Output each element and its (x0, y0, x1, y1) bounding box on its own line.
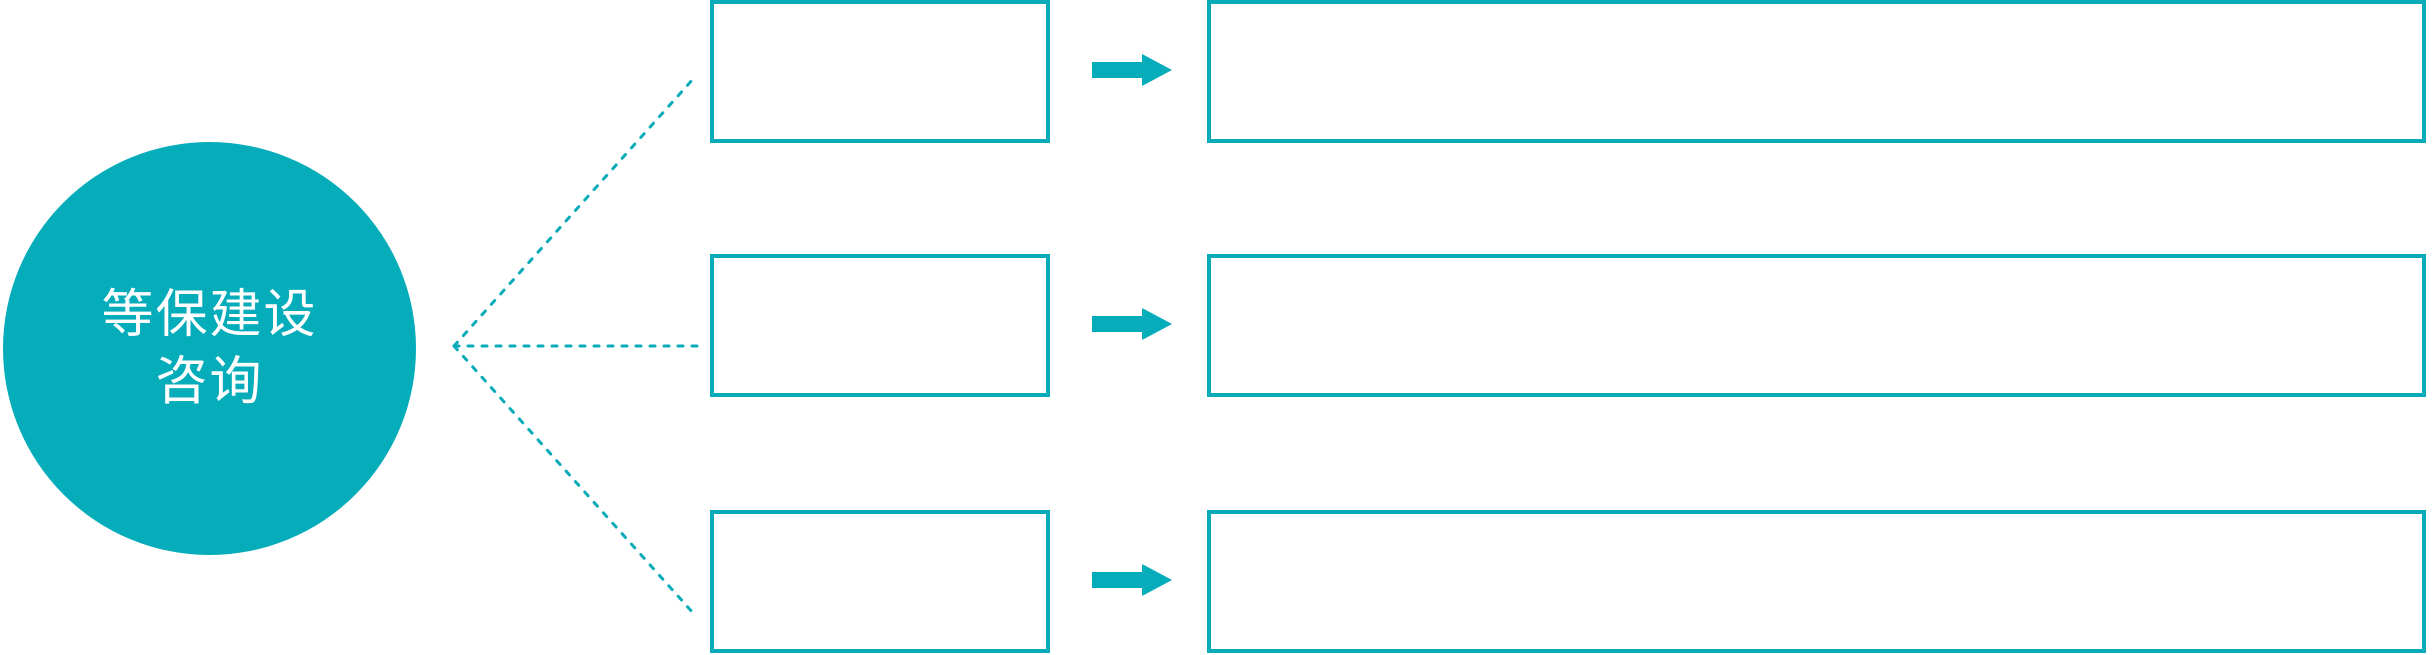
stage-box-1[interactable] (710, 0, 1050, 143)
right-arrow-icon-2 (1092, 308, 1172, 340)
stage-box-3[interactable] (710, 510, 1050, 653)
stage-box-2[interactable] (710, 254, 1050, 397)
hub-circle[interactable]: 等保建设 咨询 (3, 142, 416, 555)
diagram-row-1 (0, 0, 2434, 143)
detail-box-3[interactable] (1207, 510, 2426, 653)
right-arrow-icon-3 (1092, 564, 1172, 596)
right-arrow-icon-1 (1092, 54, 1172, 86)
detail-box-2[interactable] (1207, 254, 2426, 397)
hub-label: 等保建设 咨询 (101, 285, 318, 411)
detail-box-1[interactable] (1207, 0, 2426, 143)
diagram-row-2 (0, 254, 2434, 397)
diagram-row-3 (0, 510, 2434, 653)
